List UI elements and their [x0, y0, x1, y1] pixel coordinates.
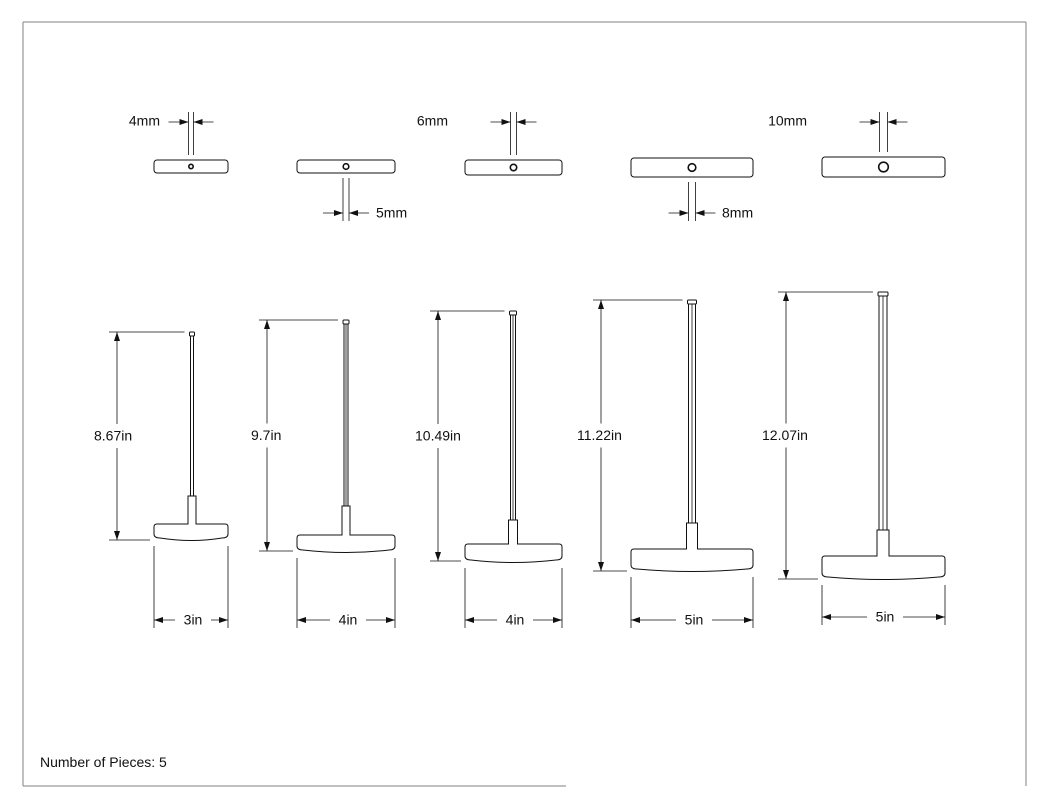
tip-size-label: 10mm: [768, 113, 807, 129]
handle-end-profile: [153, 159, 229, 174]
front-view: 11.22in 5in: [577, 299, 754, 628]
length-label: 10.49in: [415, 428, 461, 444]
tip-hole: [342, 162, 350, 171]
t-handle: [630, 522, 754, 572]
tip-arrowhead: [193, 119, 203, 125]
tip-arrowhead: [887, 119, 897, 125]
length-arrowhead: [264, 542, 270, 551]
length-label: 9.7in: [251, 427, 281, 443]
width-arrowhead: [553, 617, 562, 623]
handle-end-profile: [821, 156, 946, 178]
front-view: 9.7in 4in: [251, 319, 396, 628]
length-arrowhead: [114, 531, 120, 540]
t-handle: [821, 529, 946, 580]
ball-tip: [509, 310, 517, 316]
ball-tip: [342, 319, 350, 325]
tip-arrowhead: [501, 119, 511, 125]
tip-arrowhead: [695, 210, 705, 216]
width-label: 4in: [506, 612, 525, 628]
t-handle: [296, 505, 396, 553]
width-arrowhead: [822, 614, 831, 620]
handle-end-profile: [464, 159, 563, 176]
tip-arrowhead: [516, 119, 526, 125]
tip-size-label: 4mm: [129, 113, 160, 129]
length-label: 8.67in: [94, 428, 132, 444]
tip-arrowhead: [679, 210, 689, 216]
end-view: 8mm: [630, 157, 754, 221]
handle-end-profile: [296, 159, 396, 174]
width-arrowhead: [386, 617, 395, 623]
width-arrowhead: [297, 617, 306, 623]
end-view: 10mm: [768, 112, 946, 178]
tool-5: 10mm 12.07in 5in: [762, 112, 946, 625]
ball-tip: [877, 291, 889, 297]
length-arrowhead: [114, 332, 120, 341]
width-label: 5in: [876, 609, 895, 625]
tip-size-label: 8mm: [722, 205, 753, 221]
width-arrowhead: [744, 617, 753, 623]
length-arrowhead: [783, 570, 789, 579]
end-view: 6mm: [417, 112, 563, 176]
front-view: 12.07in 5in: [762, 291, 946, 625]
front-view: 8.67in 3in: [94, 331, 229, 628]
length-arrowhead: [435, 552, 441, 561]
width-label: 3in: [184, 612, 203, 628]
tip-arrowhead: [334, 210, 343, 216]
width-arrowhead: [154, 617, 163, 623]
tip-arrowhead: [349, 210, 358, 216]
tip-hole: [188, 163, 195, 170]
length-label: 11.22in: [577, 427, 622, 443]
tool-3: 6mm 10.49in 4in: [415, 112, 563, 628]
tip-arrowhead: [870, 119, 880, 125]
tool-views: 4mm 8.67in 3in 5mm 9.7in 4in 6mm 10.49in 4in 8mm 1…: [94, 112, 946, 628]
width-arrowhead: [465, 617, 474, 623]
front-view: 10.49in 4in: [415, 310, 563, 628]
tip-size-label: 5mm: [376, 205, 407, 221]
end-view: 5mm: [296, 159, 407, 221]
shaft: [190, 335, 194, 497]
length-arrowhead: [435, 311, 441, 320]
handle-end-profile: [630, 157, 754, 178]
piece-count-label: Number of Pieces: 5: [40, 754, 167, 770]
length-arrowhead: [783, 292, 789, 301]
tool-4: 8mm 11.22in 5in: [577, 157, 754, 628]
width-arrowhead: [936, 614, 945, 620]
tip-hole: [509, 163, 518, 172]
tip-size-label: 6mm: [417, 113, 448, 129]
tip-arrowhead: [179, 119, 189, 125]
ball-tip: [189, 331, 195, 337]
end-view: 4mm: [129, 112, 229, 174]
ball-tip: [687, 299, 697, 305]
tool-1: 4mm 8.67in 3in: [94, 112, 229, 628]
t-handle: [153, 495, 229, 541]
width-arrowhead: [631, 617, 640, 623]
width-label: 5in: [685, 612, 704, 628]
length-arrowhead: [598, 300, 604, 309]
tip-hole: [687, 162, 697, 173]
width-label: 4in: [339, 612, 358, 628]
tool-2: 5mm 9.7in 4in: [251, 159, 407, 628]
length-label: 12.07in: [762, 427, 808, 443]
width-arrowhead: [219, 617, 228, 623]
length-arrowhead: [264, 320, 270, 329]
drawing-frame: [22, 21, 1027, 787]
length-arrowhead: [598, 562, 604, 571]
tip-hole: [877, 161, 890, 173]
t-handle: [464, 519, 563, 563]
